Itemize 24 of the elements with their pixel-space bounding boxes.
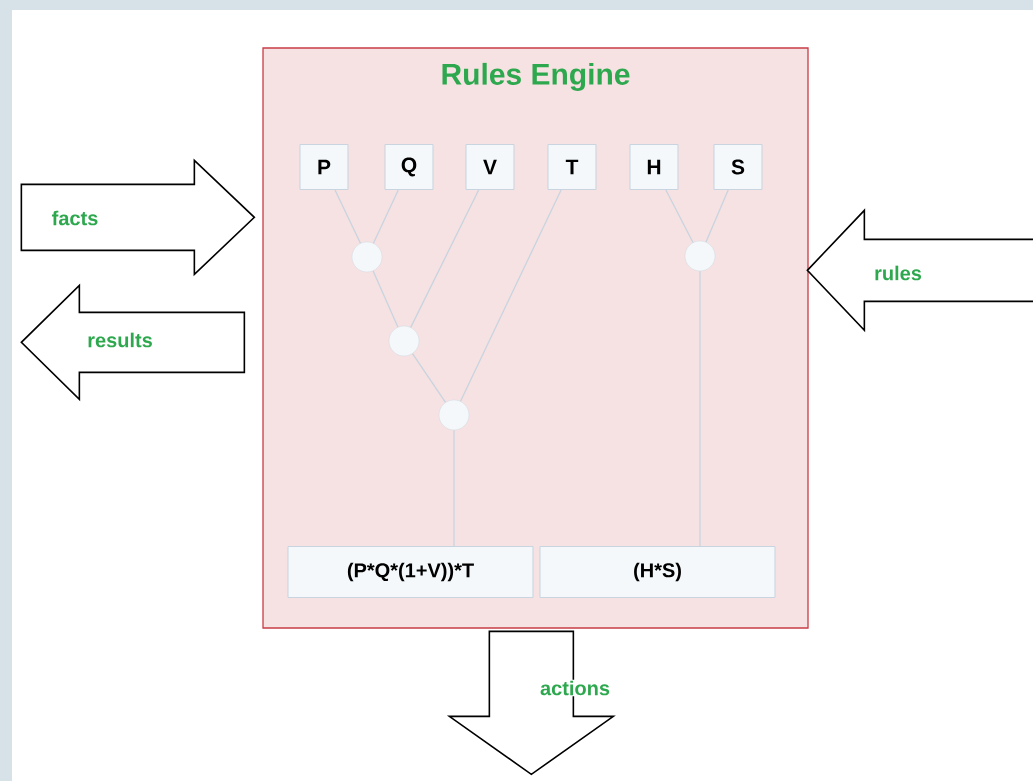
block-arrow	[20, 158, 256, 277]
fact-box: H	[629, 144, 679, 190]
block-arrow	[446, 630, 616, 776]
join-circle	[438, 399, 470, 431]
fact-box: S	[713, 144, 763, 190]
fact-box: V	[465, 144, 515, 190]
result-box: (P*Q*(1+V))*T	[287, 546, 534, 598]
connector-line	[372, 270, 399, 328]
connector-line	[459, 189, 562, 402]
connector-line	[334, 189, 362, 244]
connector-line	[372, 189, 399, 244]
fact-box: P	[299, 144, 349, 190]
connector-line	[410, 189, 480, 328]
connector-line	[705, 189, 729, 243]
block-arrow	[20, 283, 246, 402]
connector-line	[411, 352, 447, 404]
fact-box: T	[547, 144, 597, 190]
fact-box: Q	[384, 144, 434, 190]
join-circle	[684, 240, 716, 272]
connector-line	[665, 189, 694, 244]
block-arrow	[806, 208, 1033, 333]
join-circle	[388, 325, 420, 357]
join-circle	[351, 241, 383, 273]
result-box: (H*S)	[539, 546, 776, 598]
